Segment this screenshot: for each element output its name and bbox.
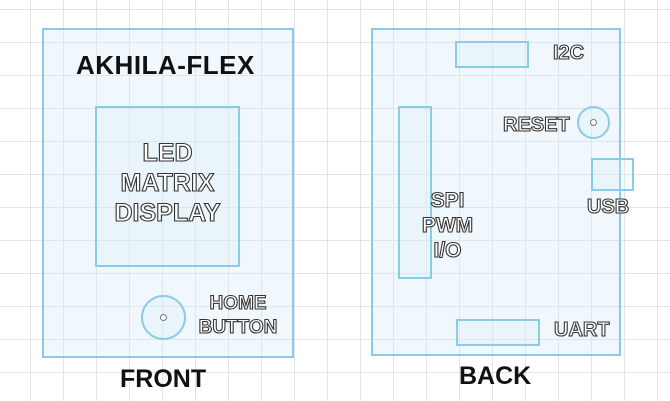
home-label-line-1: HOME [209, 292, 267, 314]
led-label-line-2: MATRIX [120, 168, 215, 197]
home-label-line-2: BUTTON [198, 316, 278, 338]
header-label-line-1: SPI [430, 188, 465, 212]
reset-button-center [590, 119, 597, 126]
led-matrix-display-label: LED MATRIX DISPLAY [95, 138, 240, 228]
pin-header-label: SPI PWM I/O [400, 188, 495, 263]
board-title: AKHILA-FLEX [76, 50, 255, 80]
usb-label: USB [586, 195, 630, 218]
usb-port [591, 158, 634, 191]
header-label-line-3: I/O [433, 238, 462, 262]
front-caption: FRONT [120, 365, 207, 393]
back-caption: BACK [459, 362, 532, 390]
home-button-center [160, 314, 167, 321]
header-label-line-2: PWM [421, 213, 474, 237]
led-matrix-display [95, 106, 240, 267]
uart-connector [456, 319, 540, 346]
i2c-connector [455, 41, 529, 68]
uart-label: UART [553, 318, 610, 341]
led-label-line-1: LED [142, 138, 193, 167]
back-board [371, 28, 621, 356]
reset-label: RESET [502, 113, 570, 136]
pin-header [398, 106, 432, 279]
i2c-label: I2C [552, 41, 585, 64]
home-button-label: HOME BUTTON [188, 292, 288, 340]
led-label-line-3: DISPLAY [114, 198, 221, 227]
